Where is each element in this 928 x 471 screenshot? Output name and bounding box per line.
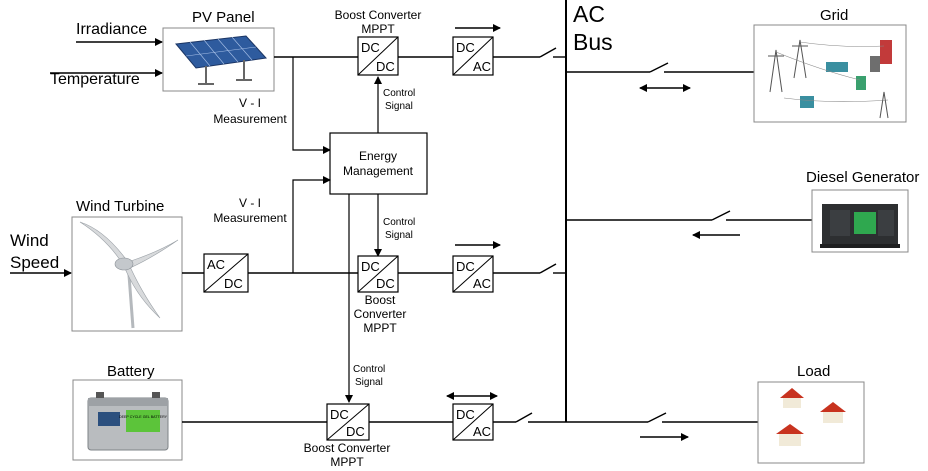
- irradiance-input: Irradiance: [76, 21, 163, 46]
- temperature-label: Temperature: [50, 71, 140, 88]
- energy-management-box: Energy Management: [329, 132, 428, 195]
- wind-turbine-title: Wind Turbine: [76, 198, 164, 215]
- control-signal-2a: Control: [383, 217, 415, 228]
- converter-out-label: AC: [473, 59, 491, 74]
- battery-title: Battery: [107, 363, 155, 380]
- wind-speed-label-1: Wind: [10, 231, 49, 250]
- grid-switch: [649, 62, 669, 73]
- ac-bus-label-1: AC: [573, 1, 605, 27]
- grid-image: [753, 24, 907, 123]
- ac-bus-label-2: Bus: [573, 29, 613, 55]
- energy-management-label-2: Management: [343, 164, 414, 178]
- load-title: Load: [797, 363, 830, 380]
- diesel-generator-image: [811, 189, 909, 253]
- wind-turbine-image: [71, 216, 183, 332]
- converter-pv-dcac: DC AC: [452, 36, 494, 76]
- converter-in-label: DC: [361, 40, 380, 55]
- battery-switch: [515, 412, 533, 423]
- converter-in-label: DC: [361, 259, 380, 274]
- converter-in-label: AC: [207, 257, 225, 272]
- converter-wind-dcdc: DC DC: [357, 255, 399, 293]
- converter-out-label: AC: [473, 424, 491, 439]
- boost-top-label-2: MPPT: [361, 22, 395, 36]
- boost-bot-label-1: Boost Converter: [304, 441, 391, 455]
- converter-out-label: DC: [376, 59, 395, 74]
- control-signal-2b: Signal: [385, 230, 413, 241]
- boost-bot-label-2: MPPT: [330, 455, 364, 469]
- wind-speed-label-2: Speed: [10, 253, 59, 272]
- vi-measurement-2a: V - I: [239, 196, 261, 210]
- control-signal-1b: Signal: [385, 101, 413, 112]
- load-houses-image: [757, 381, 865, 464]
- control-signal-3a: Control: [353, 364, 385, 375]
- converter-in-label: DC: [456, 259, 475, 274]
- vi-measurement-2b: Measurement: [213, 211, 287, 225]
- converter-in-label: DC: [456, 407, 475, 422]
- battery-image: DEEP CYCLE GEL BATTERY: [72, 379, 183, 461]
- boost-mid-label-1: Boost: [365, 293, 396, 307]
- irradiance-label: Irradiance: [76, 21, 147, 38]
- converter-out-label: AC: [473, 276, 491, 291]
- pv-panel-title: PV Panel: [192, 9, 255, 26]
- converter-in-label: DC: [456, 40, 475, 55]
- converter-in-label: DC: [330, 407, 349, 422]
- diesel-switch: [711, 210, 731, 221]
- energy-management-label-1: Energy: [359, 149, 397, 163]
- load-switch: [647, 412, 667, 423]
- temperature-input: Temperature: [50, 69, 163, 88]
- converter-out-label: DC: [224, 276, 243, 291]
- converter-battery-dcdc: DC DC: [326, 403, 370, 441]
- converter-out-label: DC: [346, 424, 365, 439]
- converter-pv-dcdc: DC DC: [357, 36, 399, 76]
- boost-top-label-1: Boost Converter: [335, 8, 422, 22]
- vi-measurement-1b: Measurement: [213, 112, 287, 126]
- converter-wind-acdc: AC DC: [203, 253, 249, 293]
- converter-out-label: DC: [376, 276, 395, 291]
- converter-battery-dcac: DC AC: [452, 403, 494, 441]
- converter-wind-dcac: DC AC: [452, 255, 494, 293]
- control-signal-1a: Control: [383, 88, 415, 99]
- diesel-generator-title: Diesel Generator: [806, 169, 919, 186]
- pv-switch: [539, 47, 557, 58]
- wind-switch: [539, 263, 557, 274]
- pv-panel-image: [162, 27, 275, 92]
- battery-label-text: DEEP CYCLE GEL BATTERY: [119, 415, 168, 419]
- boost-mid-label-3: MPPT: [363, 321, 397, 335]
- grid-title: Grid: [820, 7, 848, 24]
- boost-mid-label-2: Converter: [354, 307, 407, 321]
- control-signal-3b: Signal: [355, 377, 383, 388]
- vi-measurement-1a: V - I: [239, 96, 261, 110]
